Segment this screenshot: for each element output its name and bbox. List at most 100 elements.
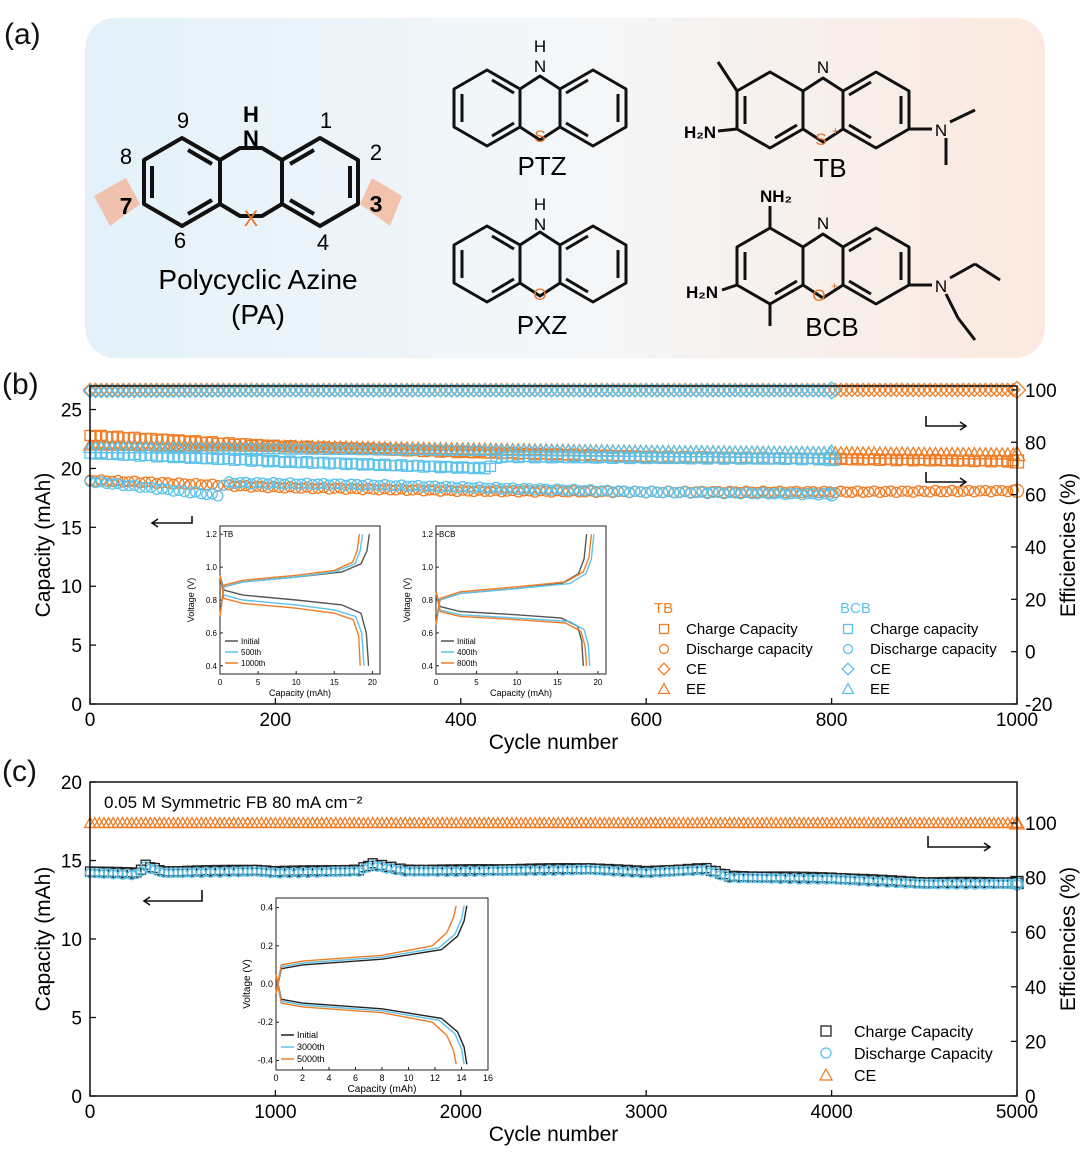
data-point bbox=[395, 483, 408, 495]
data-point bbox=[868, 485, 880, 497]
y2-tick-label: 100 bbox=[1025, 381, 1057, 402]
y-tick-label: 20 bbox=[61, 773, 82, 794]
bcb-name: BCB bbox=[805, 312, 858, 342]
inset-xtick-label: 0 bbox=[273, 1073, 278, 1083]
y-tick-label: 10 bbox=[61, 930, 82, 951]
y-axis-label: Capacity (mAh) bbox=[32, 867, 55, 1012]
data-point bbox=[127, 382, 142, 398]
data-point bbox=[944, 382, 960, 398]
legend-marker-tb bbox=[658, 623, 670, 635]
data-point bbox=[379, 478, 391, 491]
data-point bbox=[284, 481, 296, 493]
data-point bbox=[156, 483, 168, 495]
data-point bbox=[718, 488, 730, 500]
data-point bbox=[227, 383, 243, 399]
legend-marker-tb bbox=[658, 643, 670, 655]
data-point bbox=[310, 383, 326, 398]
data-point bbox=[317, 477, 330, 490]
data-point bbox=[334, 478, 346, 490]
data-point bbox=[423, 480, 435, 492]
data-point bbox=[861, 382, 877, 398]
data-point bbox=[850, 382, 865, 398]
data-point bbox=[115, 383, 131, 399]
tb-amine: H₂N bbox=[684, 123, 716, 142]
data-point bbox=[922, 382, 938, 398]
inset-curve-discharge bbox=[219, 575, 361, 666]
y-tick-label: 20 bbox=[61, 459, 82, 480]
data-point bbox=[901, 485, 914, 497]
inset-ytick-label: 1.0 bbox=[206, 563, 218, 572]
data-point bbox=[123, 476, 135, 488]
data-point bbox=[568, 483, 580, 496]
data-point bbox=[151, 483, 163, 495]
inset-legend-label: 800th bbox=[457, 659, 477, 668]
legend-marker-c bbox=[818, 1067, 834, 1081]
ptz-structure bbox=[452, 68, 628, 148]
data-point bbox=[673, 487, 686, 499]
legend-label-tb: CE bbox=[686, 661, 707, 678]
data-point bbox=[115, 382, 131, 398]
inset-xlabel: Capacity (mAh) bbox=[269, 688, 331, 698]
data-point bbox=[935, 485, 947, 498]
data-point bbox=[95, 476, 107, 488]
data-point bbox=[101, 477, 113, 490]
x-tick-label: 2000 bbox=[440, 1102, 482, 1123]
data-point bbox=[807, 488, 819, 500]
data-point bbox=[538, 383, 554, 398]
inset-xtick-label: 15 bbox=[553, 678, 562, 687]
data-point bbox=[727, 383, 743, 398]
inset-ytick-label: 0.2 bbox=[260, 941, 273, 951]
data-point bbox=[640, 487, 652, 499]
data-marks bbox=[82, 380, 1027, 502]
data-point bbox=[138, 382, 154, 398]
data-point bbox=[638, 383, 654, 398]
data-point bbox=[610, 383, 626, 398]
inset-xtick-label: 4 bbox=[326, 1073, 331, 1083]
data-point bbox=[316, 383, 332, 398]
inset-xtick-label: 16 bbox=[483, 1073, 493, 1083]
data-point bbox=[251, 476, 263, 489]
bcb-n: N bbox=[817, 214, 829, 233]
data-point bbox=[106, 475, 118, 488]
data-point bbox=[1000, 382, 1016, 398]
structures-panel: H N X 9 1 8 2 7 3 6 4 Polycyclic Azine (… bbox=[85, 18, 1045, 358]
data-point bbox=[234, 480, 246, 492]
data-point bbox=[677, 383, 693, 398]
data-point bbox=[345, 482, 358, 494]
data-point bbox=[712, 486, 725, 499]
data-point bbox=[722, 383, 738, 398]
data-point bbox=[690, 486, 702, 499]
data-point bbox=[996, 484, 1008, 497]
data-point bbox=[788, 383, 804, 398]
data-point bbox=[240, 476, 252, 489]
inset-curve-discharge bbox=[435, 591, 584, 666]
data-point bbox=[894, 382, 910, 398]
y2-tick-label: 100 bbox=[1025, 814, 1057, 835]
inset-xtick-label: 0 bbox=[218, 678, 223, 687]
data-point bbox=[126, 869, 137, 881]
data-point bbox=[544, 383, 560, 398]
data-point bbox=[729, 487, 741, 499]
data-point bbox=[460, 383, 476, 398]
data-point bbox=[483, 383, 498, 398]
data-point bbox=[401, 480, 413, 493]
inset-xlabel: Capacity (mAh) bbox=[490, 688, 552, 698]
data-point bbox=[835, 485, 847, 497]
x-tick-label: 1000 bbox=[996, 710, 1038, 731]
panel-label-c: (c) bbox=[2, 755, 37, 788]
data-point bbox=[523, 482, 536, 495]
data-point bbox=[440, 480, 452, 493]
inset-ytick-label: -0.2 bbox=[257, 1017, 273, 1027]
data-point bbox=[733, 383, 749, 398]
data-point bbox=[406, 480, 419, 492]
data-point bbox=[518, 482, 530, 495]
inset-legend-label: 5000th bbox=[297, 1054, 325, 1064]
panel-label-a: (a) bbox=[4, 18, 41, 51]
legend-group-bcb: BCB bbox=[840, 600, 871, 617]
data-point bbox=[994, 382, 1010, 398]
data-point bbox=[590, 485, 602, 498]
data-point bbox=[968, 486, 981, 498]
